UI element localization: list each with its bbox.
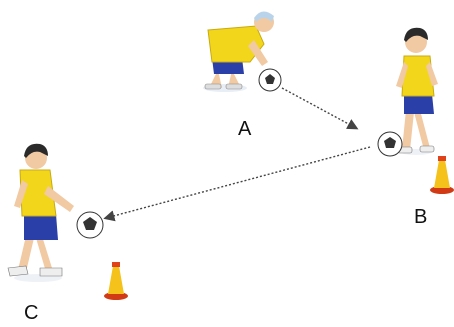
ball-c — [76, 211, 104, 239]
player-a — [203, 11, 274, 92]
ball-a — [258, 68, 282, 92]
label-b: B — [414, 206, 428, 228]
player-c — [7, 143, 74, 282]
label-c: C — [24, 302, 39, 324]
player-b — [396, 27, 438, 155]
label-a: A — [238, 118, 252, 140]
cone-b — [430, 156, 454, 194]
ball-b — [377, 131, 403, 157]
cone-c — [104, 262, 128, 300]
pass-arrow-a-to-b — [281, 87, 359, 130]
pass-arrow-b-to-c — [103, 146, 371, 222]
